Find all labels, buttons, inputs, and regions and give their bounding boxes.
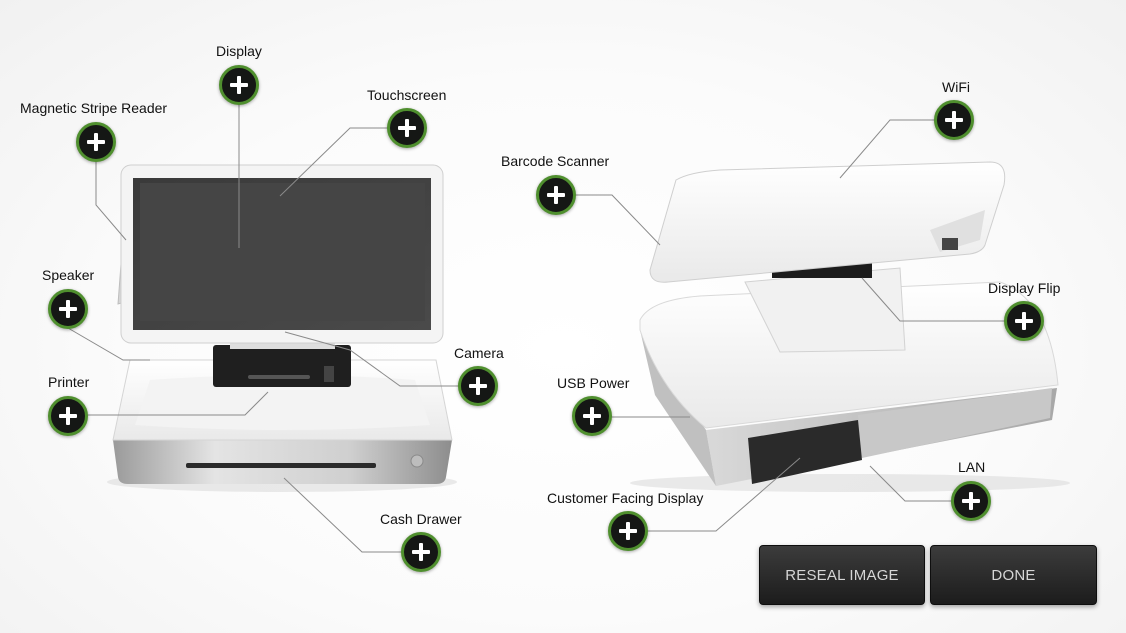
plus-icon <box>398 119 416 137</box>
hotspot-customer-facing-display-button[interactable] <box>608 511 648 551</box>
plus-icon <box>230 76 248 94</box>
plus-icon <box>59 407 77 425</box>
plus-icon <box>87 133 105 151</box>
plus-icon <box>1015 312 1033 330</box>
label-cash-drawer: Cash Drawer <box>380 511 462 527</box>
plus-icon <box>962 492 980 510</box>
hotspot-printer-button[interactable] <box>48 396 88 436</box>
hotspot-display-flip-button[interactable] <box>1004 301 1044 341</box>
plus-icon <box>412 543 430 561</box>
hotspot-barcode-scanner-button[interactable] <box>536 175 576 215</box>
label-display-flip: Display Flip <box>988 280 1061 296</box>
hotspot-display-button[interactable] <box>219 65 259 105</box>
label-customer-facing-display: Customer Facing Display <box>547 490 704 506</box>
hotspot-speaker-button[interactable] <box>48 289 88 329</box>
label-magnetic-stripe-reader: Magnetic Stripe Reader <box>20 100 168 116</box>
hotspot-cash-drawer-button[interactable] <box>401 532 441 572</box>
plus-icon <box>945 111 963 129</box>
label-touchscreen: Touchscreen <box>367 87 447 103</box>
plus-icon <box>619 522 637 540</box>
plus-icon <box>547 186 565 204</box>
left-device-front-view <box>107 164 457 492</box>
done-button[interactable]: DONE <box>930 545 1097 605</box>
label-speaker: Speaker <box>42 267 95 283</box>
hotspot-usb-power-button[interactable] <box>572 396 612 436</box>
reseal-image-button[interactable]: RESEAL IMAGE <box>759 545 925 605</box>
label-printer: Printer <box>48 374 90 390</box>
label-display: Display <box>216 43 262 59</box>
hotspot-wifi-button[interactable] <box>934 100 974 140</box>
plus-icon <box>469 377 487 395</box>
label-lan: LAN <box>958 459 986 475</box>
hotspot-camera-button[interactable] <box>458 366 498 406</box>
label-barcode-scanner: Barcode Scanner <box>501 153 610 169</box>
label-wifi: WiFi <box>942 79 970 95</box>
label-usb-power: USB Power <box>557 375 630 391</box>
label-camera: Camera <box>454 345 504 361</box>
hotspot-magnetic-stripe-reader-button[interactable] <box>76 122 116 162</box>
plus-icon <box>59 300 77 318</box>
hotspot-lan-button[interactable] <box>951 481 991 521</box>
plus-icon <box>583 407 601 425</box>
leader-lines <box>67 104 1006 553</box>
hotspot-touchscreen-button[interactable] <box>387 108 427 148</box>
